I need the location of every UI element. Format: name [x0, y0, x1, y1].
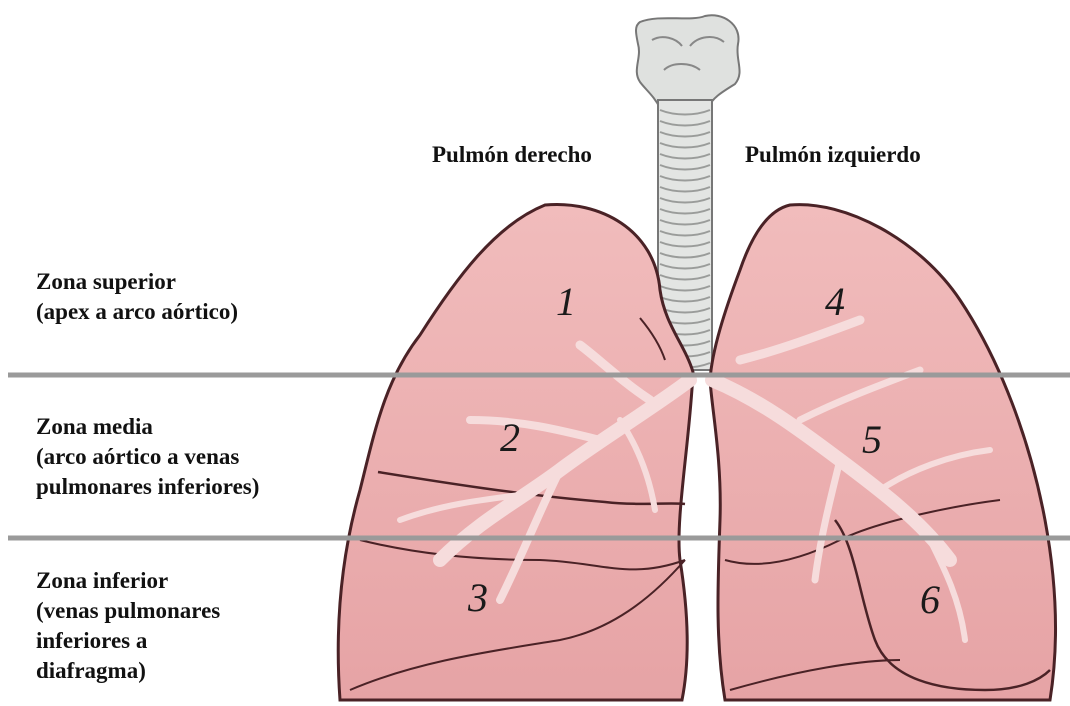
right-lung-label: Pulmón derecho	[432, 140, 592, 170]
zone-number-2: 2	[500, 418, 520, 458]
zone-middle-title: Zona media	[36, 412, 259, 442]
zone-number-4: 4	[825, 282, 845, 322]
zone-number-6: 6	[920, 580, 940, 620]
zone-middle-desc-1: (arco aórtico a venas	[36, 442, 259, 472]
zone-upper-label: Zona superior (apex a arco aórtico)	[36, 267, 238, 327]
zone-lower-label: Zona inferior (venas pulmonares inferior…	[36, 566, 220, 686]
zone-middle-desc-2: pulmonares inferiores)	[36, 472, 259, 502]
zone-upper-title: Zona superior	[36, 267, 238, 297]
zone-lower-title: Zona inferior	[36, 566, 220, 596]
larynx	[636, 15, 740, 108]
zone-lower-desc-2: inferiores a	[36, 626, 220, 656]
zone-lower-desc-3: diafragma)	[36, 656, 220, 686]
zone-middle-label: Zona media (arco aórtico a venas pulmona…	[36, 412, 259, 502]
left-lung-shape	[710, 205, 1055, 700]
zone-upper-desc: (apex a arco aórtico)	[36, 297, 238, 327]
zone-number-3: 3	[468, 578, 488, 618]
zone-number-1: 1	[556, 282, 576, 322]
zone-lower-desc-1: (venas pulmonares	[36, 596, 220, 626]
zone-number-5: 5	[862, 420, 882, 460]
left-lung	[710, 205, 1055, 700]
left-lung-label: Pulmón izquierdo	[745, 140, 921, 170]
